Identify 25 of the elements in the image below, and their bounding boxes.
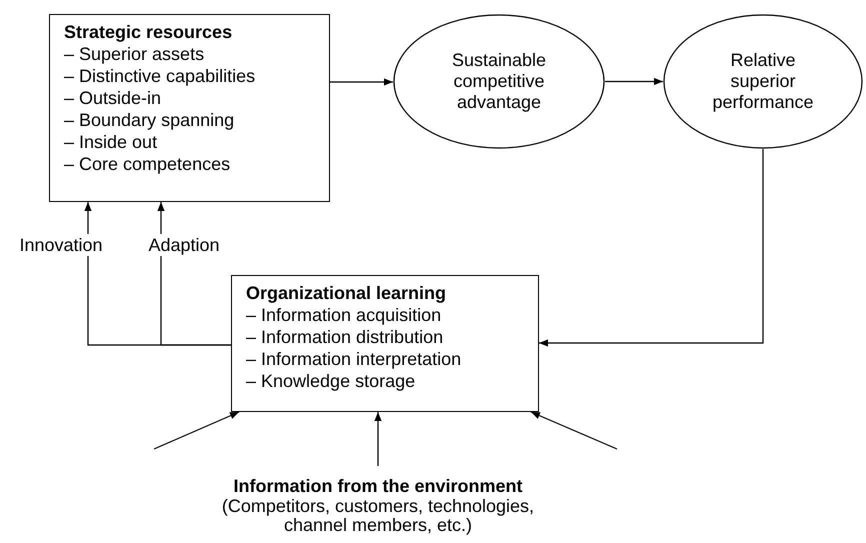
list-item: – Knowledge storage (246, 370, 416, 392)
ellipse-label: Sustainable competitive advantage (450, 50, 548, 113)
list-item: – Superior assets (64, 43, 206, 65)
source-description: (Competitors, customers, technologies, channel members, etc.) (220, 497, 536, 535)
arrow (157, 202, 231, 346)
arrow (374, 412, 382, 466)
arrow (530, 411, 618, 450)
list-item: – Information acquisition (246, 304, 442, 326)
arrow (154, 411, 240, 450)
list-item: – Core competences (64, 153, 232, 175)
arrow (539, 149, 764, 347)
list-item: – Inside out (64, 131, 158, 153)
arrow (330, 78, 393, 86)
list-item: – Distinctive capabilities (64, 65, 256, 87)
list-item: – Information distribution (246, 326, 444, 348)
process-box (231, 275, 539, 412)
list-item: – Information interpretation (246, 348, 462, 370)
box-heading: Strategic resources (64, 21, 234, 43)
list-item: – Boundary spanning (64, 109, 236, 131)
arrow (605, 78, 663, 86)
ellipse-label: Relative superior performance (711, 50, 815, 113)
list-item: – Outside-in (64, 87, 162, 109)
process-box (49, 14, 330, 202)
source-heading: Information from the environment (233, 475, 522, 497)
box-heading: Organizational learning (246, 282, 448, 304)
